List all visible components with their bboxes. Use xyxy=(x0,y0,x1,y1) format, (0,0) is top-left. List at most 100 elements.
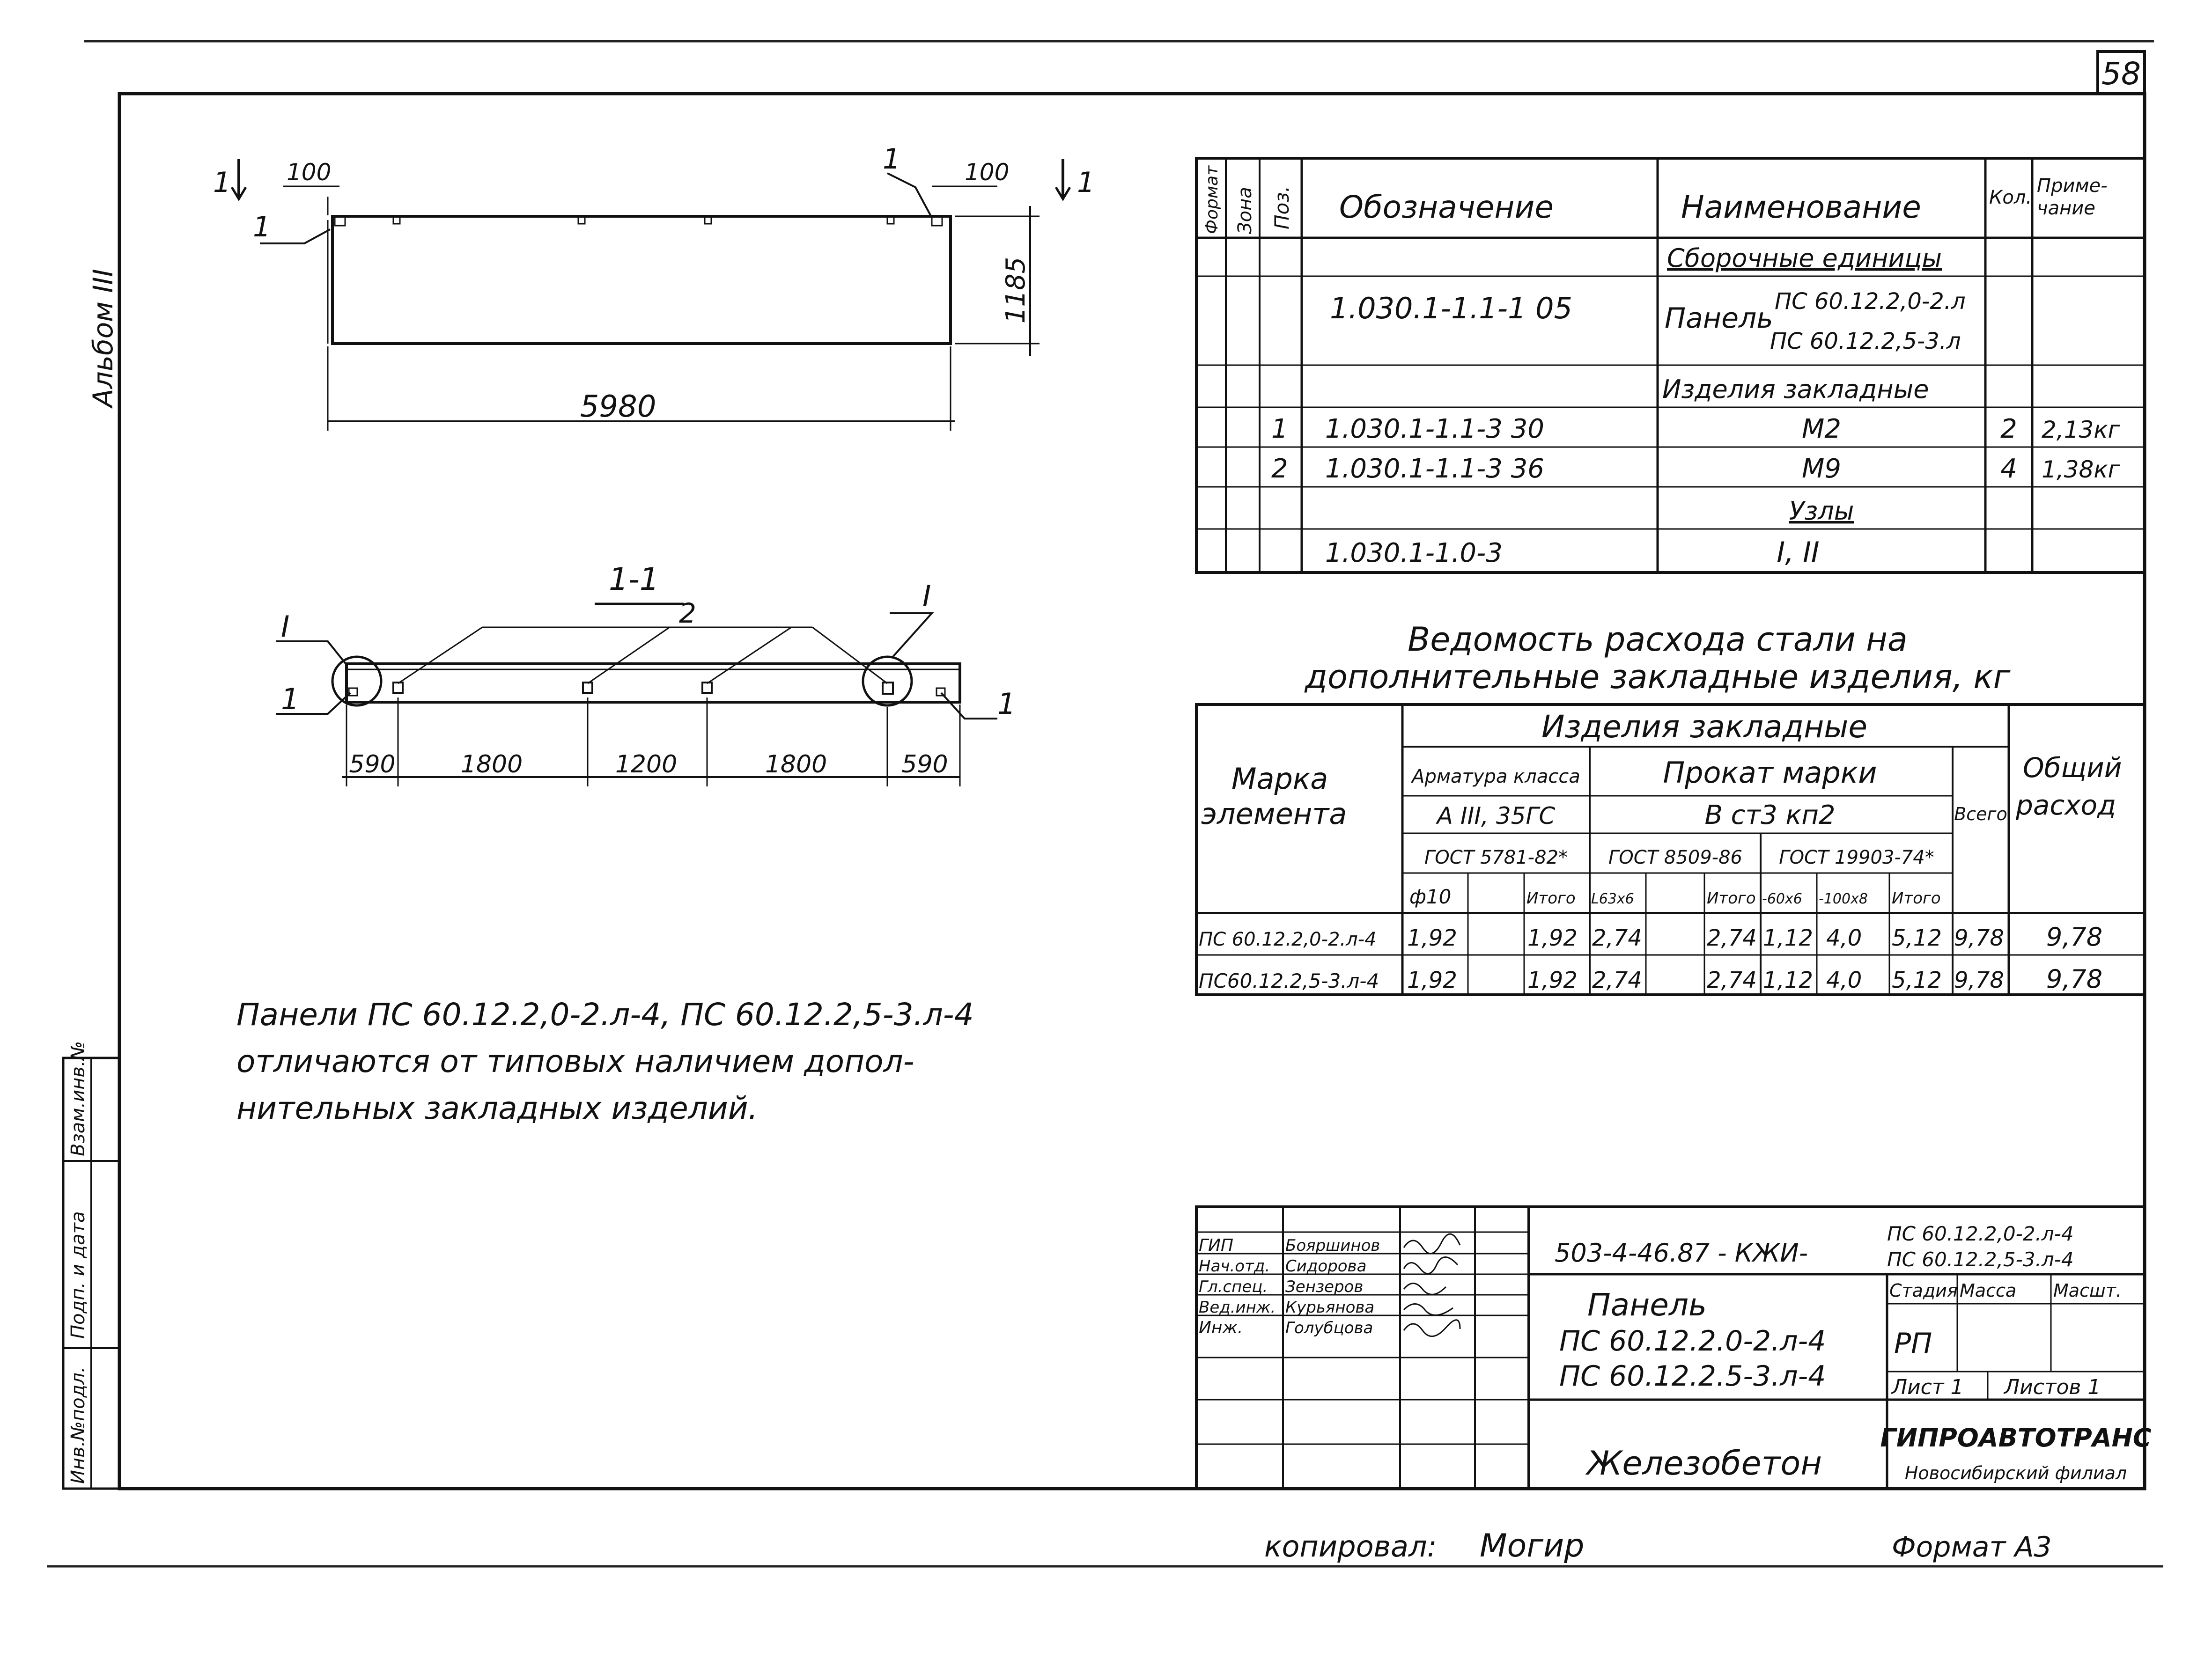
spec-assembly-name-1: ПС 60.12.2,0-2.л xyxy=(1775,288,1966,315)
steel-sub-4: L63x6 xyxy=(1591,891,1634,907)
spec-row1-pos: 1 xyxy=(1271,414,1288,444)
spec-header-format: Формат xyxy=(1202,165,1222,234)
steel-row2-v8: 4,0 xyxy=(1826,967,1862,993)
steel-row2-v1: 1,92 xyxy=(1407,967,1457,993)
stamp-sheet: Лист 1 xyxy=(1891,1375,1963,1399)
stamp-branch: Новосибирский филиал xyxy=(1905,1463,2127,1483)
stamp-stage: РП xyxy=(1894,1327,1932,1360)
stamp-role-5: Инж. xyxy=(1199,1318,1243,1337)
side-label-sign: Подп. и дата xyxy=(67,1211,89,1339)
note-line-2: отличаются от типовых наличием допол- xyxy=(236,1043,914,1079)
stamp-code: 503-4-46.87 - КЖИ- xyxy=(1555,1238,1808,1268)
steel-col-armature: Арматура класса xyxy=(1410,766,1580,787)
note-line-1: Панели ПС 60.12.2,0-2.л-4, ПС 60.12.2,5-… xyxy=(236,997,974,1033)
steel-row2-mark: ПС60.12.2,5-3.л-4 xyxy=(1199,969,1379,992)
spec-assembly-name-word: Панель xyxy=(1665,302,1773,335)
stamp-role-2: Нач.отд. xyxy=(1199,1257,1270,1276)
side-label-inv: Инв.№подл. xyxy=(67,1366,89,1484)
stamp-role-1: ГИП xyxy=(1199,1236,1233,1255)
steel-row2-v6: 2,74 xyxy=(1707,967,1757,993)
section-pos-1-right: 1 xyxy=(997,687,1016,721)
steel-title-2: дополнительные закладные изделия, кг xyxy=(1305,658,2011,696)
steel-row1-v7: 1,12 xyxy=(1763,925,1813,951)
stamp-title-word: Панель xyxy=(1587,1287,1707,1323)
spec-row2-name: М9 xyxy=(1802,454,1841,484)
plan-dim-height: 1185 xyxy=(1001,257,1031,324)
section-dim-4: 1800 xyxy=(765,750,827,778)
stamp-material: Железобетон xyxy=(1585,1444,1822,1483)
steel-title-1: Ведомость расхода стали на xyxy=(1408,620,1908,659)
steel-row1-v4: 2,74 xyxy=(1592,925,1642,951)
steel-table-grid xyxy=(1195,703,2146,996)
spec-header-note: Приме-чание xyxy=(2037,175,2108,219)
stamp-org: ГИПРОАВТОТРАНС xyxy=(1880,1423,2152,1453)
format-label: Формат А3 xyxy=(1892,1531,2052,1564)
section-title: 1-1 xyxy=(609,561,659,597)
steel-row1-v1: 1,92 xyxy=(1407,925,1457,951)
note-line-3: нительных закладных изделий. xyxy=(236,1090,758,1126)
page-number: 58 xyxy=(2101,56,2141,92)
steel-row2-v10: 9,78 xyxy=(1954,967,2004,993)
plan-dim-right: 100 xyxy=(965,159,1009,186)
spec-row2-pos: 2 xyxy=(1271,454,1288,484)
spec-table-grid xyxy=(1195,157,2146,574)
steel-sub-1: ф10 xyxy=(1409,885,1451,908)
section-dim-3: 1200 xyxy=(615,750,677,778)
plan-view xyxy=(230,159,1071,431)
steel-sub-6: Итого xyxy=(1707,889,1756,908)
steel-subheaders: ф10 Итого L63x6 Итого -60x6 -100x8 Итого xyxy=(1409,885,1941,908)
stamp-name-4: Курьянова xyxy=(1285,1298,1374,1317)
spec-section-nodes: Узлы xyxy=(1789,496,1854,526)
spec-header-qty: Кол. xyxy=(1989,187,2032,208)
steel-col-total: Всего xyxy=(1954,804,2007,824)
title-block-grid xyxy=(1195,1205,2146,1490)
steel-sub-3: Итого xyxy=(1526,889,1576,908)
steel-row-2: ПС60.12.2,5-3.л-4 1,92 1,92 2,74 2,74 1,… xyxy=(1199,964,2102,994)
stamp-code-mark-2: ПС 60.12.2,5-3.л-4 xyxy=(1887,1248,2074,1271)
spec-row1-note: 2,13кг xyxy=(2042,416,2121,443)
side-strip: Инв.№подл. Подп. и дата Взам.инв.№ xyxy=(62,1041,121,1490)
steel-row2-v3: 1,92 xyxy=(1527,967,1578,993)
section-dim-2: 1800 xyxy=(461,750,523,778)
section-pos-1-left: 1 xyxy=(281,682,299,716)
steel-row1-v8: 4,0 xyxy=(1826,925,1862,951)
steel-col-rolled-gost1: ГОСТ 8509-86 xyxy=(1608,847,1742,868)
steel-row-1: ПС 60.12.2,0-2.л-4 1,92 1,92 2,74 2,74 1… xyxy=(1199,922,2102,952)
side-label-replace: Взам.инв.№ xyxy=(67,1041,89,1156)
steel-row1-v3: 1,92 xyxy=(1527,925,1578,951)
steel-col-rolled-gost2: ГОСТ 19903-74* xyxy=(1779,847,1934,868)
steel-sub-9: Итого xyxy=(1892,889,1941,908)
stamp-role-3: Гл.спец. xyxy=(1199,1277,1268,1296)
steel-row2-v4: 2,74 xyxy=(1592,967,1642,993)
spec-row1-name: М2 xyxy=(1802,414,1841,444)
copied-by-signature: Могир xyxy=(1480,1527,1584,1564)
spec-row1-qty: 2 xyxy=(2000,414,2017,444)
copied-by-label: копировал: xyxy=(1264,1529,1437,1564)
steel-row1-overall: 9,78 xyxy=(2046,922,2102,952)
steel-col-armature-class: А III, 35ГС xyxy=(1436,802,1556,830)
spec-nodes-designation: 1.030.1-1.0-3 xyxy=(1325,538,1503,568)
spec-header-name: Наименование xyxy=(1681,189,1921,225)
plan-pos-right: 1 xyxy=(883,143,900,176)
stamp-code-mark-1: ПС 60.12.2,0-2.л-4 xyxy=(1887,1222,2074,1245)
plan-section-mark-right: 1 xyxy=(1077,166,1095,199)
spec-assembly-name-2: ПС 60.12.2,5-3.л xyxy=(1770,328,1961,354)
section-view xyxy=(276,602,997,786)
stamp-stage-header: Стадия xyxy=(1889,1280,1958,1301)
steel-row1-mark: ПС 60.12.2,0-2.л-4 xyxy=(1199,929,1377,950)
steel-col-rolled-grade: В ст3 кп2 xyxy=(1704,800,1835,830)
spec-row2-note: 1,38кг xyxy=(2042,456,2121,483)
section-dim-5: 590 xyxy=(901,750,948,778)
section-node-right: I xyxy=(922,579,931,613)
spec-assembly-designation: 1.030.1-1.1-1 05 xyxy=(1330,291,1572,325)
stamp-title-2: ПС 60.12.2.5-3.л-4 xyxy=(1559,1360,1826,1393)
spec-header-zone: Зона xyxy=(1234,187,1256,234)
stamp-title-1: ПС 60.12.2.0-2.л-4 xyxy=(1559,1325,1826,1358)
section-dim-1: 590 xyxy=(349,750,395,778)
plan-dim-length: 5980 xyxy=(580,389,656,424)
steel-row2-overall: 9,78 xyxy=(2046,964,2102,994)
steel-col-armature-gost: ГОСТ 5781-82* xyxy=(1424,847,1568,868)
